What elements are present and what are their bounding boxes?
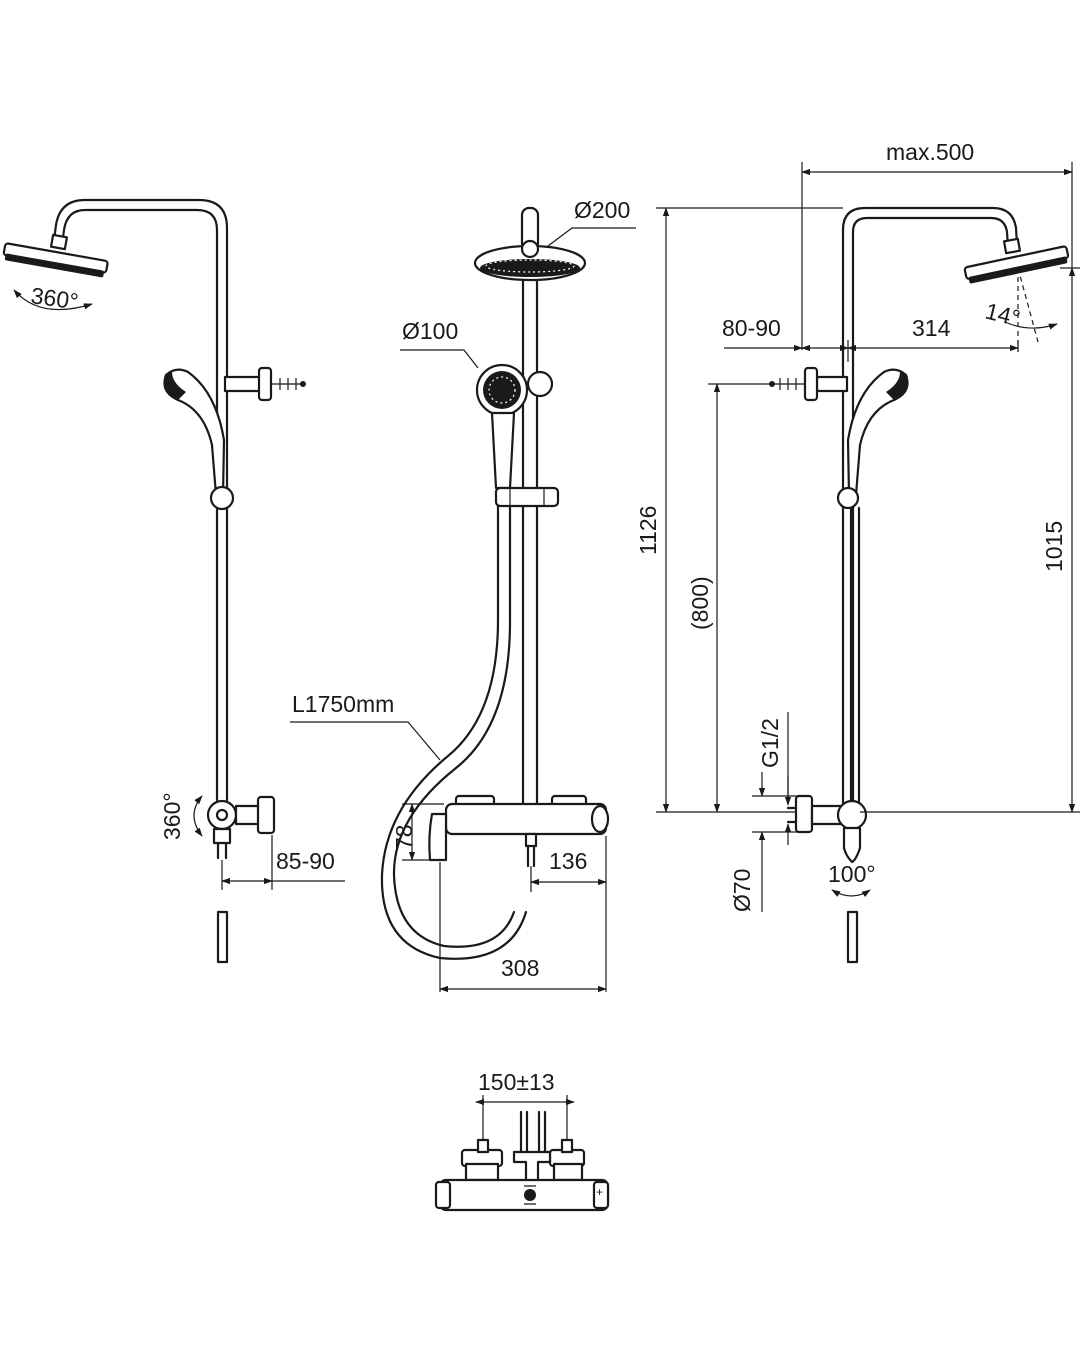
max-projection-label: max.500 xyxy=(886,139,974,165)
wall-offset-label: 85-90 xyxy=(276,848,335,874)
slider-bracket xyxy=(494,486,560,508)
side-view-left: 360° 360° 85-90 xyxy=(2,198,345,964)
wall-bracket-right xyxy=(815,375,849,393)
inlet-centers-label: 150±13 xyxy=(478,1069,555,1095)
outlet-offset-label: 136 xyxy=(549,848,587,874)
top-view: + 150±13 xyxy=(434,1069,610,1212)
rosette-diameter-label: Ø70 xyxy=(729,869,755,912)
hand-shower-front xyxy=(475,363,554,490)
hose-stub-right xyxy=(846,910,859,964)
arm-connector-right xyxy=(1002,237,1022,255)
front-view: Ø200 Ø100 L1750mm xyxy=(290,197,636,993)
rain-shower-head xyxy=(2,242,109,278)
rail-height-label: (800) xyxy=(687,576,713,630)
mixer-width-label: 308 xyxy=(501,955,539,981)
thermostatic-mixer-side xyxy=(206,795,276,860)
connection-thread-label: G1/2 xyxy=(757,718,783,768)
tilt-angle-label: 14° xyxy=(983,298,1023,332)
mixer-rotation-arrow xyxy=(193,795,203,837)
head-height-label: 1015 xyxy=(1041,521,1067,572)
handshower-diameter-label: Ø100 xyxy=(402,318,458,344)
front-riser xyxy=(521,273,539,810)
hose-length-label: L1750mm xyxy=(292,691,394,717)
slider-knob xyxy=(209,485,235,511)
inlet-right xyxy=(537,1110,547,1154)
thermostatic-mixer-front xyxy=(428,794,610,868)
svg-text:+: + xyxy=(596,1185,603,1199)
head-diameter-label: Ø200 xyxy=(574,197,630,223)
hose-stub xyxy=(216,910,229,964)
rain-shower-head-front xyxy=(473,239,587,282)
head-rotation-label: 360° xyxy=(29,282,80,314)
lever-rotation-arrow xyxy=(831,889,871,898)
arm-reach-label: 314 xyxy=(912,315,951,341)
riser-pipe-right xyxy=(841,206,1019,814)
wall-distance-label: 80-90 xyxy=(722,315,781,341)
arm-connector xyxy=(49,233,69,251)
riser-pipe xyxy=(60,208,219,802)
total-height-label: 1126 xyxy=(635,506,661,555)
mixer-height-label: 78 xyxy=(391,824,417,850)
head-rotation-arrow xyxy=(13,289,93,311)
wall-bracket xyxy=(223,375,263,393)
thermostatic-mixer-right xyxy=(786,794,868,864)
mixer-rotation-label: 360° xyxy=(159,792,185,840)
inlet-left xyxy=(519,1110,529,1154)
lever-rotation-label: 100° xyxy=(828,861,876,887)
shower-hose xyxy=(380,504,528,960)
side-view-right: 14° 100° max.500 80-90 xyxy=(635,139,1080,964)
